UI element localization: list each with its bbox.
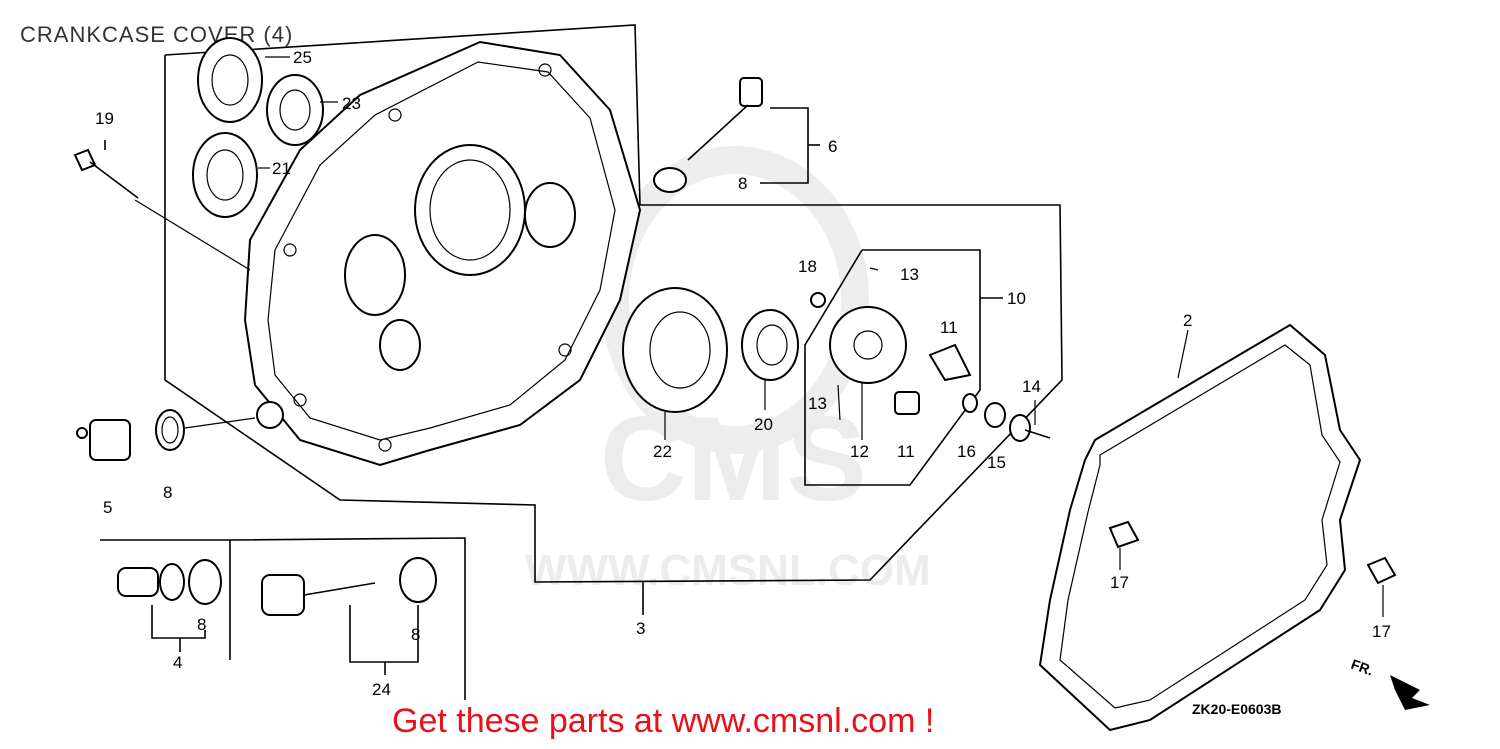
callout-23: 23: [342, 94, 361, 113]
dipstick-24: [261, 574, 376, 616]
watermark-url: WWW.CMSNL.COM: [525, 546, 931, 595]
callout-17b: 17: [1372, 622, 1391, 641]
drain-plug-5: [76, 419, 131, 461]
bearing-20: [741, 309, 799, 381]
callout-11-bottom: 11: [897, 442, 915, 461]
gasket-2-inner: [1059, 344, 1341, 709]
pin-13-top: [869, 267, 879, 271]
callout-5: 5: [103, 498, 112, 517]
callout-15: 15: [987, 453, 1006, 472]
holder-11-bottom: [894, 391, 920, 415]
bolt-19: [73, 140, 139, 199]
callout-2: 2: [1183, 311, 1192, 330]
pin-13-bottom: [837, 384, 841, 421]
callout-20: 20: [754, 415, 773, 434]
bearing-23: [266, 74, 324, 146]
gasket-2: [1038, 323, 1362, 732]
callout-13-top: 13: [900, 265, 919, 284]
bearing-22: [622, 287, 728, 413]
dowel-pin-17a: [1108, 520, 1140, 549]
callout-8-left: 8: [163, 483, 172, 502]
callout-18: 18: [798, 257, 817, 276]
dipstick-4: [117, 563, 185, 601]
callout-8-kit24: 8: [411, 625, 420, 644]
leader-2: [1177, 329, 1189, 379]
callout-17a: 17: [1110, 573, 1129, 592]
o-ring-8-kit24: [399, 557, 437, 603]
callout-14: 14: [1022, 377, 1041, 396]
pin-14: [1009, 414, 1051, 442]
washer-16: [962, 393, 978, 413]
bracket-4: [151, 605, 206, 639]
callout-11-top: 11: [940, 318, 958, 337]
callout-3: 3: [636, 619, 645, 638]
diagram-code: ZK20-E0603B: [1192, 701, 1282, 717]
callout-13-bottom: 13: [808, 394, 827, 413]
bracket-24: [349, 605, 419, 663]
fr-label: FR.: [1349, 656, 1376, 679]
callout-25: 25: [293, 48, 312, 67]
cta-link[interactable]: Get these parts at www.cmsnl.com !: [392, 702, 935, 740]
watermark-brand: CMS: [600, 392, 867, 526]
diagram-title: CRANKCASE COVER (4): [20, 22, 294, 47]
oil-level-gauge-6: [687, 77, 763, 161]
crankcase-cover: [243, 40, 642, 467]
group-outline-governor: [804, 249, 981, 486]
callout-12: 12: [850, 442, 869, 461]
group-outline-cover: [164, 24, 1063, 583]
callout-6: 6: [828, 137, 837, 156]
front-direction-arrow: FR.: [1349, 656, 1430, 710]
callout-24: 24: [372, 680, 391, 699]
leader-19: [134, 199, 251, 271]
dowel-pin-17b: [1366, 556, 1397, 585]
callout-21: 21: [272, 159, 291, 178]
bearing-21: [192, 132, 258, 218]
callout-8-top: 8: [738, 174, 747, 193]
callout-16: 16: [957, 442, 976, 461]
o-ring-8-left: [155, 409, 185, 451]
o-ring-8-kit4: [188, 559, 222, 605]
callout-4: 4: [173, 653, 182, 672]
holder-11-right: [928, 343, 972, 382]
o-ring-8-top: [653, 167, 687, 193]
leader-8-left: [184, 417, 256, 429]
callout-10: 10: [1007, 289, 1026, 308]
callout-8-kit4: 8: [197, 615, 206, 634]
callout-22: 22: [653, 442, 672, 461]
group-outline-24: [229, 537, 466, 700]
governor-gear-12: [810, 292, 907, 384]
washer-15: [984, 402, 1006, 428]
bearing-25: [197, 37, 263, 123]
callout-19: 19: [95, 109, 114, 128]
